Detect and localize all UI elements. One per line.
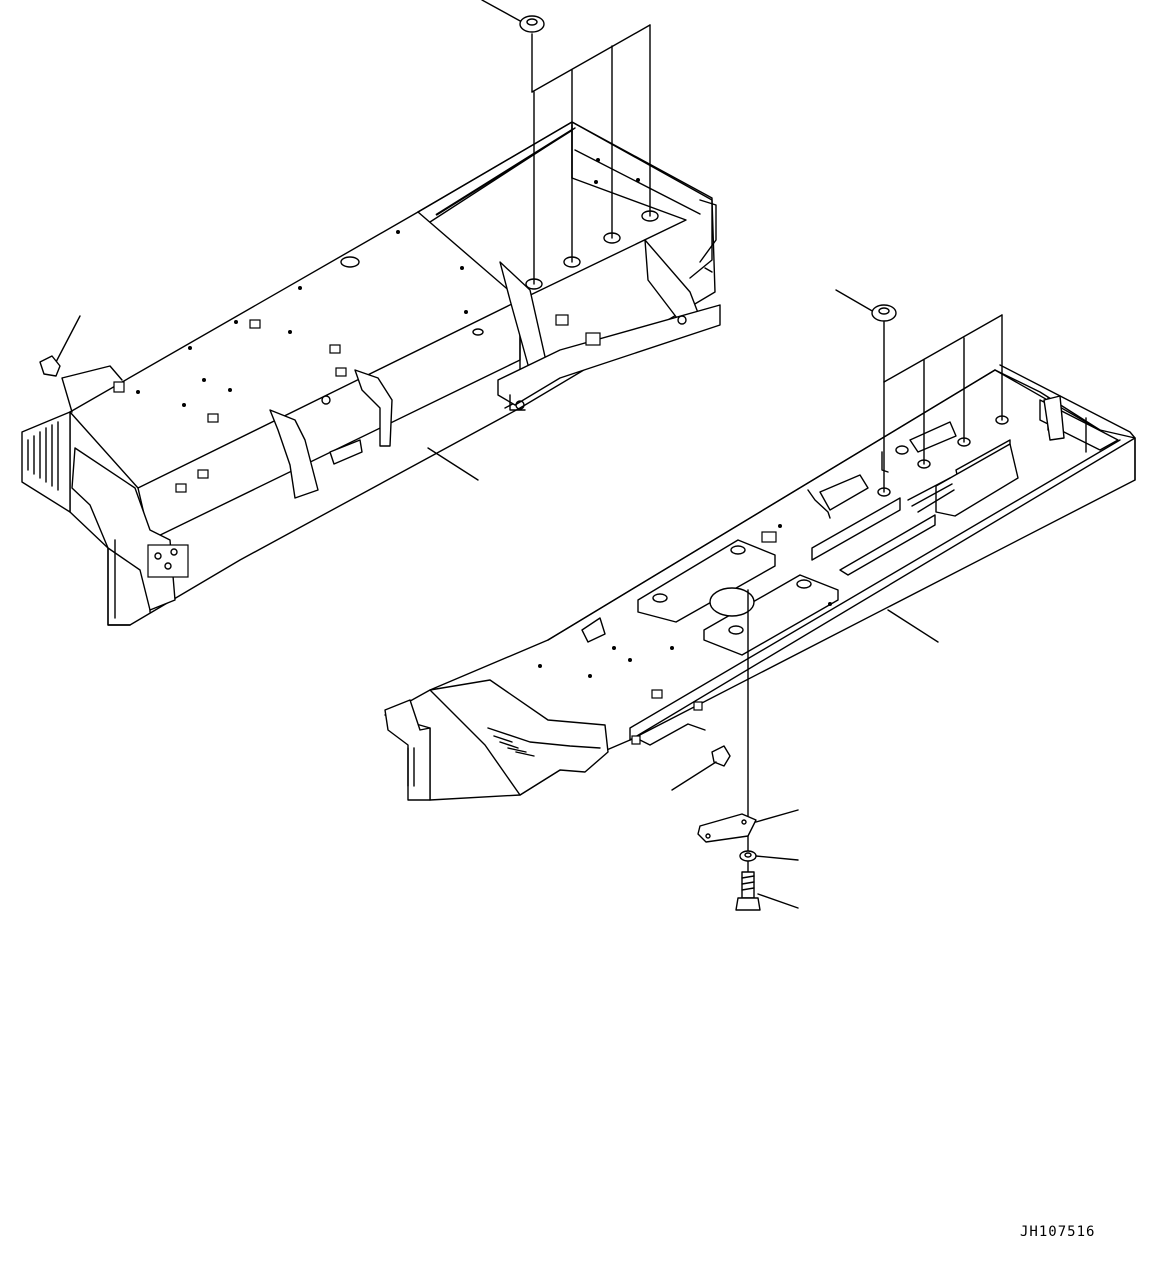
right-plug-part — [639, 723, 731, 791]
right-washer-leaders — [835, 289, 1003, 493]
left-frame-assembly — [21, 121, 721, 626]
bolt-part — [735, 871, 799, 911]
right-frame-leader — [887, 609, 939, 643]
cover-plate-part — [697, 809, 799, 843]
top-washer-part — [519, 15, 545, 33]
right-frame-assembly — [384, 364, 1136, 801]
washer-part — [739, 850, 799, 862]
left-frame-leader — [427, 447, 479, 481]
drawing-code: JH107516 — [1020, 1224, 1096, 1240]
right-washer-part — [871, 304, 897, 322]
left-washer-leaders — [481, 0, 651, 285]
left-plug-part — [39, 315, 123, 413]
